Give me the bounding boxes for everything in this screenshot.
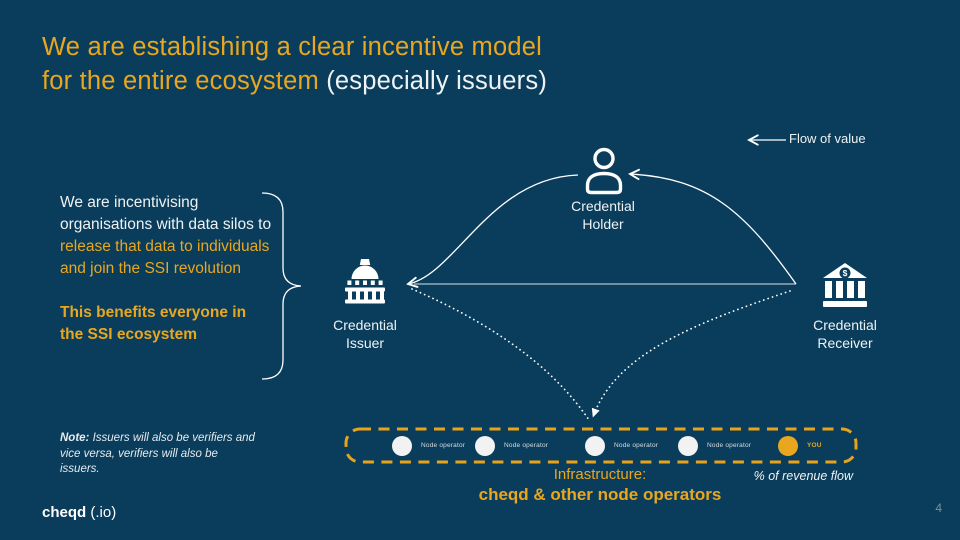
page-number: 4 [935,501,942,515]
node-operator-3: Node operator [585,435,658,456]
footnote-label: Note: [60,432,90,444]
person-icon [585,147,623,195]
callout-paragraph-2: This benefits everyone in the SSI ecosys… [60,304,247,343]
bank-dollar-icon: $ [823,263,867,307]
flow-of-value-label: Flow of value [789,131,866,146]
node-operator-circle [392,435,412,456]
infrastructure-caption: Infrastructure: cheqd & other node opera… [425,465,775,505]
title-line-1: We are establishing a clear incentive mo… [42,33,542,61]
infrastructure-caption-line2: cheqd & other node operators [478,485,722,504]
capitol-icon [345,259,385,304]
node-operator-1: Node operator [392,435,465,456]
page-title: We are establishing a clear incentive mo… [42,30,547,98]
node-operator-4: Node operator [678,435,751,456]
infrastructure-caption-line1: Infrastructure: [553,466,647,483]
cheqd-logo: cheqd (.io) [42,504,117,521]
credential-receiver-label: Credential Receiver [813,317,877,351]
node-operator-you: YOU [778,435,822,456]
node-operator-2: Node operator [475,435,548,456]
callout-paragraph-1: We are incentivising organisations with … [60,194,272,277]
node-operator-circle [475,435,495,456]
dotted-receiver-to-infrastructure [591,290,791,418]
callout-text: We are incentivising organisations with … [60,192,272,346]
node-operator-circle [585,435,605,456]
credential-issuer-label: Credential Issuer [333,317,397,351]
node-operator-circle [678,435,698,456]
dollar-symbol: $ [843,268,848,278]
you-circle [778,435,798,456]
dotted-issuer-to-infrastructure [411,288,590,421]
credential-holder-label: Credential Holder [571,198,635,232]
title-line-2: for the entire ecosystem (especially iss… [42,67,548,95]
revenue-flow-label: % of revenue flow [753,469,853,483]
footnote-text: Issuers will also be verifiers and vice … [60,432,255,475]
footnote: Note: Issuers will also be verifiers and… [60,431,258,478]
node-operator-row: Node operator Node operator Node operato… [346,429,856,462]
